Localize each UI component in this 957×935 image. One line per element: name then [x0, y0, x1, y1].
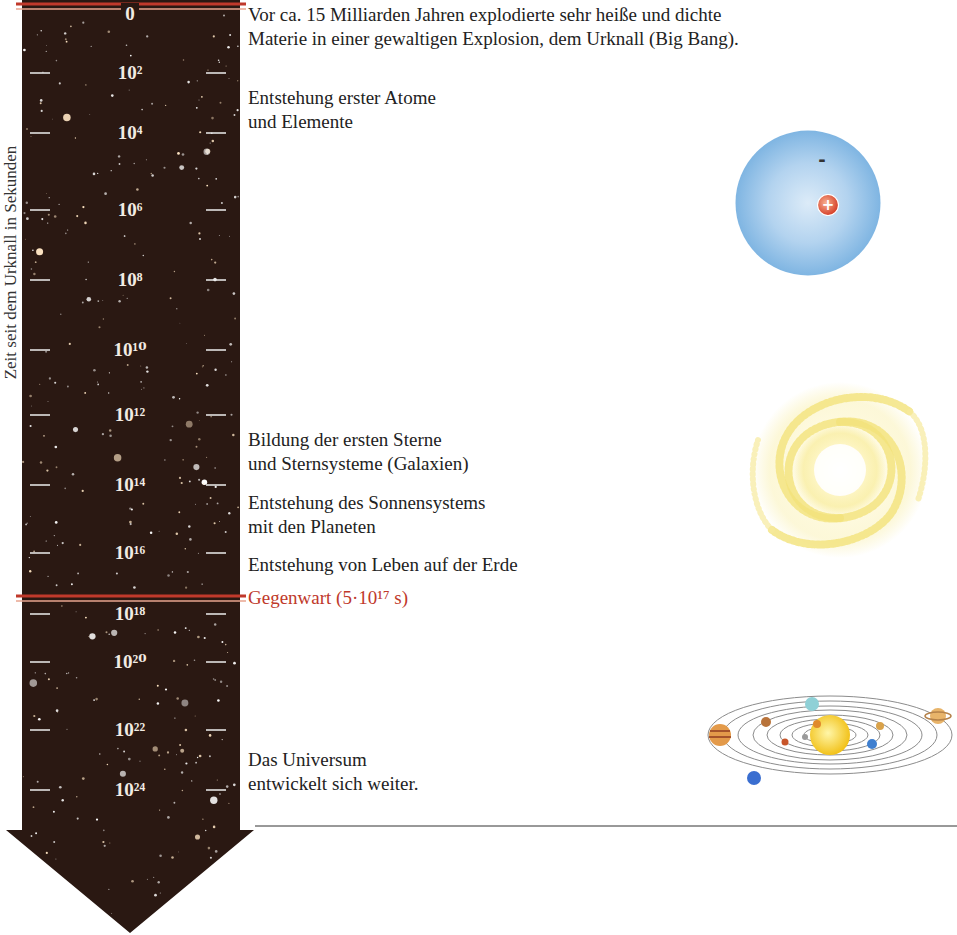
axis-tick-label: 10²⁴: [115, 779, 145, 801]
axis-tick-label: 0: [121, 3, 139, 25]
atom-shell-outline: [735, 130, 881, 276]
axis-title: Zeit seit dem Urknall in Sekunden: [2, 145, 19, 379]
event-text: Entstehung erster Atome und Elemente: [248, 86, 441, 134]
axis-tick-label: 10⁴: [118, 122, 143, 144]
axis-tick-label: 10¹⁶: [115, 542, 145, 564]
axis-tick-label: 10¹²: [115, 404, 145, 426]
event-text: Bildung der ersten Sterne und Sternsyste…: [248, 428, 473, 476]
axis-tick-label: 10⁸: [118, 269, 143, 291]
galaxy-illustration: [752, 382, 928, 558]
planets: [709, 697, 951, 785]
axis-tick-label: 10²²: [115, 719, 145, 741]
axis-tick-label: 10¹⁴: [115, 474, 145, 496]
event-text: Das Universum entwickelt sich weiter.: [248, 748, 423, 796]
axis-tick-label: 10²⁰: [113, 651, 146, 673]
axis-tick-label: 10²: [118, 62, 143, 84]
event-text: Entstehung von Leben auf der Erde: [248, 553, 518, 577]
proton-sign: +: [822, 198, 835, 213]
stars: [22, 15, 239, 915]
atom-shell: -+: [735, 130, 881, 276]
axis-tick-label: 10¹⁰: [113, 339, 146, 361]
atom-nucleus: +: [817, 194, 839, 216]
bottom-rule: [255, 826, 957, 827]
electron-sign: -: [818, 151, 825, 169]
present-label: Gegenwart (5·10¹⁷ s): [248, 586, 408, 610]
event-text: Vor ca. 15 Milliarden Jahren explodierte…: [248, 3, 743, 51]
solar-system-illustration: [708, 696, 952, 774]
present-marker: [16, 596, 246, 601]
axis-tick-label: 10¹⁸: [115, 603, 145, 625]
time-arrow: [6, 0, 254, 933]
tick-marks: [30, 73, 226, 790]
event-text: Entstehung des Sonnensystems mit den Pla…: [248, 491, 490, 539]
axis-tick-label: 10⁶: [118, 199, 143, 221]
